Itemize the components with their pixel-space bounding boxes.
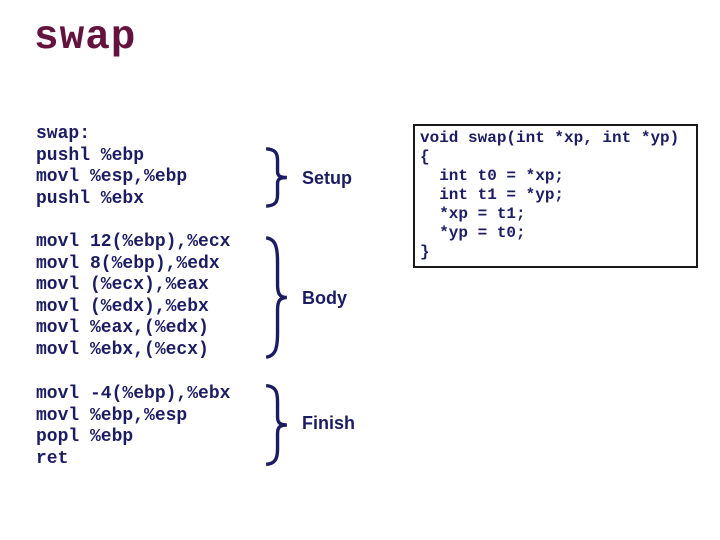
c-source-box: void swap(int *xp, int *yp) { int t0 = *…: [413, 124, 698, 268]
c-source-code: void swap(int *xp, int *yp) { int t0 = *…: [420, 129, 680, 261]
setup-label: Setup: [302, 168, 353, 188]
body-label: Body: [302, 288, 347, 308]
asm-body-block: movl 12(%ebp),%ecx movl 8(%ebp),%edx mov…: [36, 232, 231, 360]
setup-brace-icon: [263, 147, 290, 208]
finish-brace-icon: [263, 383, 290, 467]
asm-finish-block: movl -4(%ebp),%ebx movl %ebp,%esp popl %…: [36, 384, 231, 469]
slide-title: swap: [34, 15, 137, 61]
body-brace-icon: [263, 234, 290, 361]
finish-label: Finish: [302, 413, 355, 433]
asm-setup-block: swap: pushl %ebp movl %esp,%ebp pushl %e…: [36, 124, 188, 209]
